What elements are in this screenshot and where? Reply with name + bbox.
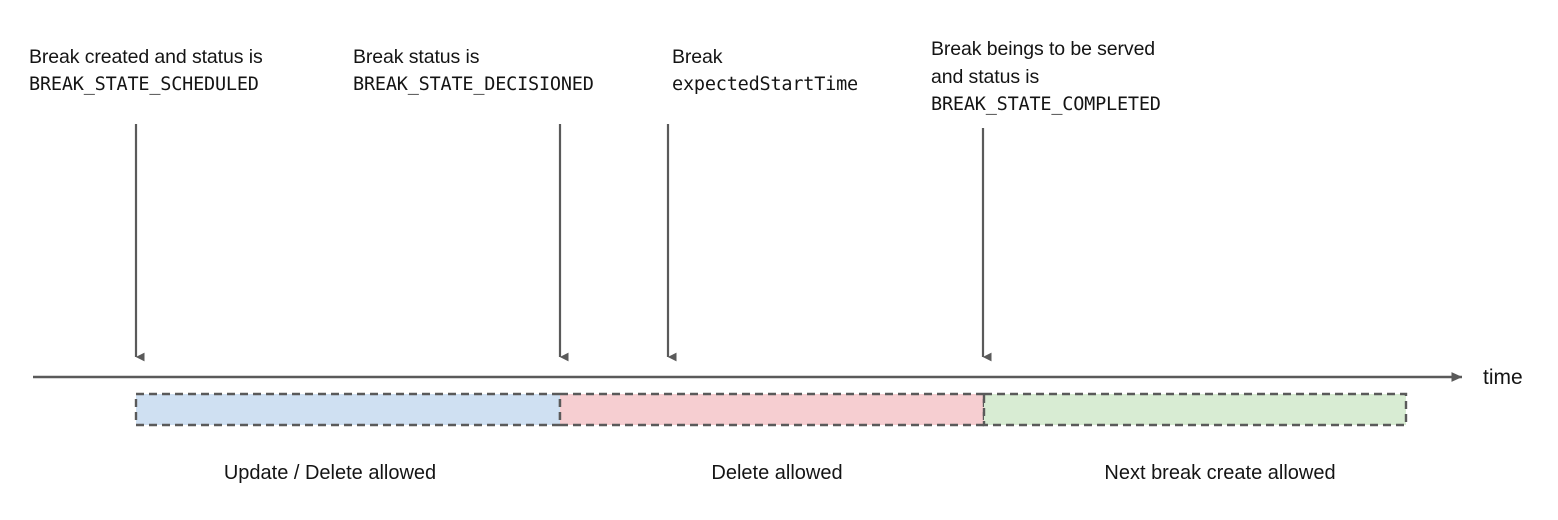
event-annotation-decisioned: Break status is BREAK_STATE_DECISIONED <box>353 43 594 99</box>
segment-caption-update-delete-allowed: Update / Delete allowed <box>223 462 437 484</box>
segment-caption-next-break-create-allowed: Next break create allowed <box>1104 462 1336 484</box>
timeline-segment-delete-allowed <box>558 392 986 427</box>
annotation-line-status-code: BREAK_STATE_SCHEDULED <box>29 74 259 95</box>
annotation-line: and status is <box>931 66 1040 88</box>
timeline-segment-next-break-create-allowed <box>982 392 1408 427</box>
annotation-line: Break <box>672 46 723 68</box>
time-axis-label: time <box>1483 366 1523 389</box>
annotation-line: Break status is <box>353 46 480 68</box>
annotation-line-status-code: BREAK_STATE_COMPLETED <box>931 94 1161 115</box>
annotation-line: Break beings to be served <box>931 38 1156 60</box>
timeline-segment-update-delete-allowed <box>134 392 562 427</box>
annotation-line: Break created and status is <box>29 46 263 68</box>
event-annotation-expected-start-time: Break expectedStartTime <box>672 43 858 99</box>
annotation-line-field-name: expectedStartTime <box>672 74 858 95</box>
annotation-line-status-code: BREAK_STATE_DECISIONED <box>353 74 594 95</box>
event-annotation-scheduled: Break created and status is BREAK_STATE_… <box>29 43 263 99</box>
event-annotation-completed: Break beings to be served and status is … <box>931 35 1161 119</box>
segment-caption-delete-allowed: Delete allowed <box>711 462 843 484</box>
